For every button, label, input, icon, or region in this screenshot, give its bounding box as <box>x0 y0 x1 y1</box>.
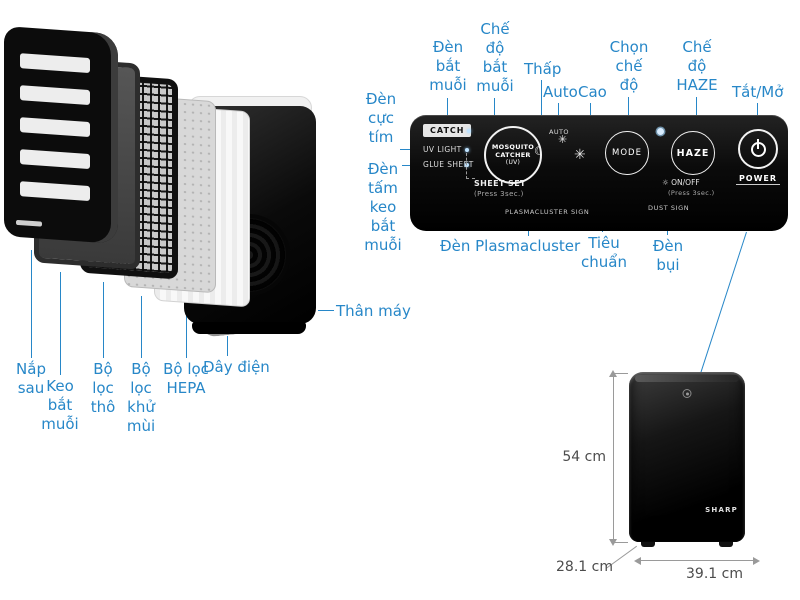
callout-auto: Auto <box>543 83 578 101</box>
product-top <box>635 375 739 382</box>
power-icon <box>750 138 766 157</box>
vent-slat <box>20 149 90 170</box>
label-hepa-filter: Bộ lọc HEPA <box>163 360 209 397</box>
haze-button[interactable]: HAZE <box>671 131 715 175</box>
label-power-cord: Dây điện <box>203 358 270 376</box>
callout-line <box>541 80 542 140</box>
label-glue: Keo bắt muỗi <box>41 377 79 433</box>
width-dim-label: 39.1 cm <box>686 566 743 582</box>
label-pre-filter: Bộ lọc thô <box>90 360 116 416</box>
callout-line <box>103 282 104 358</box>
callout-line <box>141 296 142 358</box>
haze-label: HAZE <box>676 147 710 159</box>
callout-standard: Tiêu chuẩn <box>581 234 627 271</box>
callout-line <box>696 97 697 129</box>
catch-badge: CATCH <box>423 124 472 137</box>
mosquito-text: MOSQUITO <box>491 143 535 151</box>
width-dim-line <box>640 560 754 561</box>
callout-plasmacluster-light: Đèn Plasmacluster <box>440 237 581 255</box>
plasmacluster-emblem <box>682 389 692 398</box>
callout-dust-light: Đèn bụi <box>652 237 684 274</box>
fan-icon: ✳ <box>558 133 568 146</box>
callout-line <box>31 250 32 358</box>
callout-low: Thấp <box>524 60 562 78</box>
callout-line <box>227 336 228 356</box>
callout-mosquito-light: Đèn bắt muỗi <box>429 38 467 94</box>
product-foot <box>641 542 655 547</box>
callout-line <box>318 310 334 311</box>
depth-dim-label: 28.1 cm <box>556 559 613 575</box>
dim-tick <box>614 542 628 543</box>
power-button[interactable] <box>738 129 778 169</box>
onoff-press-label: (Press 3sec.) <box>668 189 715 197</box>
cover-handle <box>16 219 42 227</box>
uv-light-label: UV LIGHT <box>423 145 462 154</box>
vent-slat <box>20 117 90 138</box>
glue-led <box>465 163 469 167</box>
indicator-dot <box>657 128 664 135</box>
sharp-logo: SHARP <box>705 506 738 514</box>
vent-slat <box>20 85 90 106</box>
uv-led <box>465 148 469 152</box>
height-dim-label: 54 cm <box>562 449 606 465</box>
dust-sign-label: DUST SIGN <box>648 204 690 212</box>
arrow-down <box>609 539 617 546</box>
mosquito-catcher-button[interactable]: MOSQUITO CATCHER (UV) <box>484 126 542 184</box>
dashed-pointer <box>466 153 475 179</box>
callout-line <box>628 97 629 129</box>
glue-sheet-label: GLUE SHEET <box>423 160 474 169</box>
callout-line <box>494 98 495 126</box>
onoff-row: ☼ ON/OFF <box>662 178 700 187</box>
sheet-set-press-label: (Press 3sec.) <box>474 190 524 198</box>
mode-label: MODE <box>612 148 642 158</box>
power-label: POWER <box>736 174 780 185</box>
callout-mode-select: Chọn chế độ <box>609 38 649 94</box>
back-cover <box>4 26 118 244</box>
panel-location-line <box>699 231 747 375</box>
arrow-right <box>753 557 760 565</box>
auto-indicator-label: AUTO <box>549 128 569 136</box>
label-back-cover: Nắp sau <box>16 360 46 397</box>
uv-text: (UV) <box>505 159 521 166</box>
callout-high: Cao <box>578 83 607 101</box>
led-dot <box>467 129 471 133</box>
arrow-up <box>609 370 617 377</box>
callout-line <box>60 272 61 375</box>
callout-haze-mode: Chế độ HAZE <box>676 38 718 94</box>
control-panel: CATCH UV LIGHT GLUE SHEET SHEET SET (Pre… <box>410 115 788 231</box>
sun-icon: ☼ <box>662 178 669 187</box>
power-icon-bar <box>757 138 759 149</box>
label-deo-filter: Bộ lọc khử mùi <box>126 360 156 435</box>
product-foot <box>719 542 733 547</box>
catcher-text: CATCHER <box>495 151 531 159</box>
fan-icon: ✳ <box>574 147 586 163</box>
callout-uv-light: Đèn cực tím <box>365 90 397 146</box>
label-main-body: Thân máy <box>336 302 411 320</box>
dim-tick <box>614 373 628 374</box>
plasmacluster-sign-label: PLASMACLUSTER SIGN <box>505 208 590 216</box>
onoff-label: ON/OFF <box>671 178 700 187</box>
moon-icon: ☾ <box>534 144 545 158</box>
callout-glue-sheet-light: Đèn tấm keo bắt muỗi <box>364 160 402 254</box>
sheet-set-label: SHEET SET <box>474 179 526 188</box>
height-dim-line <box>613 376 614 540</box>
product-photo: SHARP <box>629 372 745 547</box>
callout-mosquito-mode: Chế độ bắt muỗi <box>476 20 514 95</box>
callout-power: Tắt/Mở <box>732 83 784 101</box>
vent-slat <box>20 53 90 74</box>
arrow-left <box>634 557 641 565</box>
body-base <box>192 322 306 334</box>
callout-line <box>186 308 187 358</box>
mode-button[interactable]: MODE <box>605 131 649 175</box>
vent-slat <box>20 181 90 202</box>
